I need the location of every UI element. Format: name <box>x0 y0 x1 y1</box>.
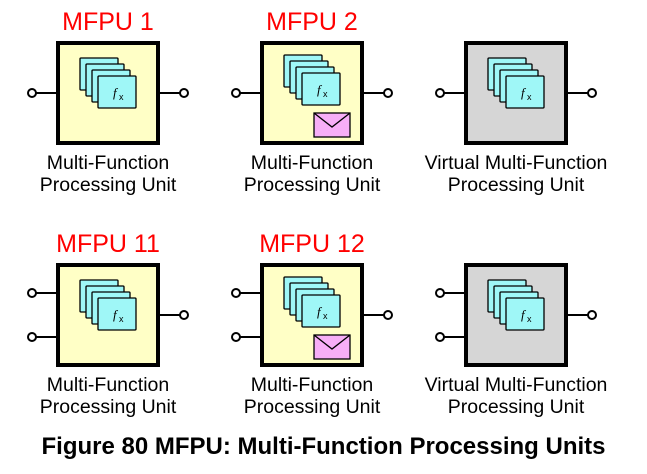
input-port-icon <box>435 288 445 298</box>
unit-description: Multi-Function Processing Unit <box>3 152 213 196</box>
function-symbol: f <box>113 307 119 322</box>
input-port-icon <box>231 288 241 298</box>
figure-caption: Figure 80 MFPU: Multi-Function Processin… <box>41 433 606 460</box>
function-symbol: f <box>317 82 323 97</box>
unit-description-line-1: Multi-Function <box>250 374 374 396</box>
output-port-icon <box>587 310 597 320</box>
unit-description-line-1: Virtual Multi-Function <box>424 374 608 396</box>
output-port-icon <box>179 310 189 320</box>
function-subscript: x <box>527 92 532 102</box>
function-subscript: x <box>323 311 328 321</box>
function-card <box>505 75 545 109</box>
output-port-icon <box>587 88 597 98</box>
unit-description-line-2: Processing Unit <box>447 174 585 196</box>
unit-description: Virtual Multi-Function Processing Unit <box>411 152 621 196</box>
unit-description-line-1: Multi-Function <box>46 152 170 174</box>
input-port-icon <box>231 332 241 342</box>
input-port-icon <box>27 332 37 342</box>
unit-description-line-1: Virtual Multi-Function <box>424 152 608 174</box>
output-port-icon <box>383 310 393 320</box>
envelope-flap <box>313 334 351 350</box>
unit-description: Multi-Function Processing Unit <box>207 152 417 196</box>
function-card <box>97 75 137 109</box>
input-port-icon <box>435 332 445 342</box>
function-subscript: x <box>527 314 532 324</box>
unit-title: MFPU 1 <box>62 8 154 36</box>
unit-description-line-2: Processing Unit <box>243 396 381 418</box>
function-symbol: f <box>113 85 119 100</box>
unit-description-line-2: Processing Unit <box>39 174 177 196</box>
function-card <box>301 294 341 328</box>
unit-description-line-1: Multi-Function <box>46 374 170 396</box>
input-port-icon <box>27 288 37 298</box>
unit-description-line-1: Multi-Function <box>250 152 374 174</box>
output-port-icon <box>383 88 393 98</box>
unit-title: MFPU 12 <box>259 230 365 258</box>
unit-description-line-2: Processing Unit <box>243 174 381 196</box>
function-subscript: x <box>119 314 124 324</box>
input-port-icon <box>231 88 241 98</box>
unit-title: MFPU 2 <box>266 8 358 36</box>
function-card <box>301 72 341 106</box>
function-subscript: x <box>119 92 124 102</box>
envelope-flap <box>313 112 351 128</box>
function-symbol: f <box>521 307 527 322</box>
output-port-icon <box>179 88 189 98</box>
unit-description: Virtual Multi-Function Processing Unit <box>411 374 621 418</box>
unit-description: Multi-Function Processing Unit <box>207 374 417 418</box>
input-port-icon <box>435 88 445 98</box>
function-symbol: f <box>521 85 527 100</box>
function-card <box>505 297 545 331</box>
unit-description-line-2: Processing Unit <box>39 396 177 418</box>
unit-title: MFPU 11 <box>56 230 160 258</box>
function-card <box>97 297 137 331</box>
function-symbol: f <box>317 304 323 319</box>
unit-description: Multi-Function Processing Unit <box>3 374 213 418</box>
unit-description-line-2: Processing Unit <box>447 396 585 418</box>
input-port-icon <box>27 88 37 98</box>
function-subscript: x <box>323 89 328 99</box>
